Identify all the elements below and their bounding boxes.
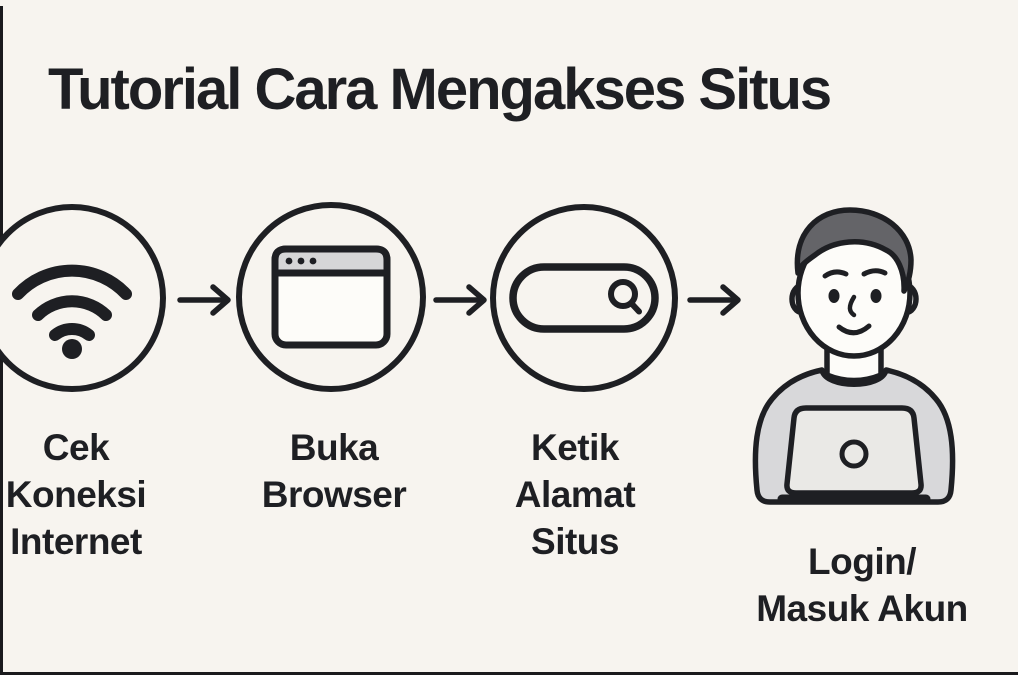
label-line: Browser [261, 474, 407, 515]
label-line: Login/ [808, 541, 916, 582]
page-title: Tutorial Cara Mengakses Situs [48, 57, 832, 122]
step-circle-browser [236, 202, 426, 392]
bottom-border-line [0, 672, 1018, 675]
label-line: Cek [42, 427, 110, 468]
label-line: Situs [531, 521, 619, 562]
step-circle-internet [0, 204, 166, 392]
step-circle-address [490, 204, 678, 392]
arrow-right-icon [433, 284, 487, 316]
step-label-login-masuk-akun: Login/ Masuk Akun [712, 538, 1012, 632]
wifi-icon [12, 264, 132, 359]
label-line: Buka [289, 427, 379, 468]
label-line: Alamat [514, 474, 636, 515]
browser-window-icon [271, 245, 391, 349]
step-label-buka-browser: Buka Browser [184, 424, 484, 518]
arrow-right-icon [687, 284, 741, 316]
step-label-ketik-alamat-situs: Ketik Alamat Situs [425, 424, 725, 565]
arrow-right-icon [177, 284, 231, 316]
label-line: Ketik [531, 427, 619, 468]
search-bar-icon [509, 263, 659, 333]
step-label-cek-koneksi-internet: Cek Koneksi Internet [0, 424, 226, 565]
label-line: Koneksi [5, 474, 147, 515]
label-line: Internet [10, 521, 142, 562]
person-laptop-illustration [752, 207, 956, 505]
label-line: Masuk Akun [756, 588, 968, 629]
